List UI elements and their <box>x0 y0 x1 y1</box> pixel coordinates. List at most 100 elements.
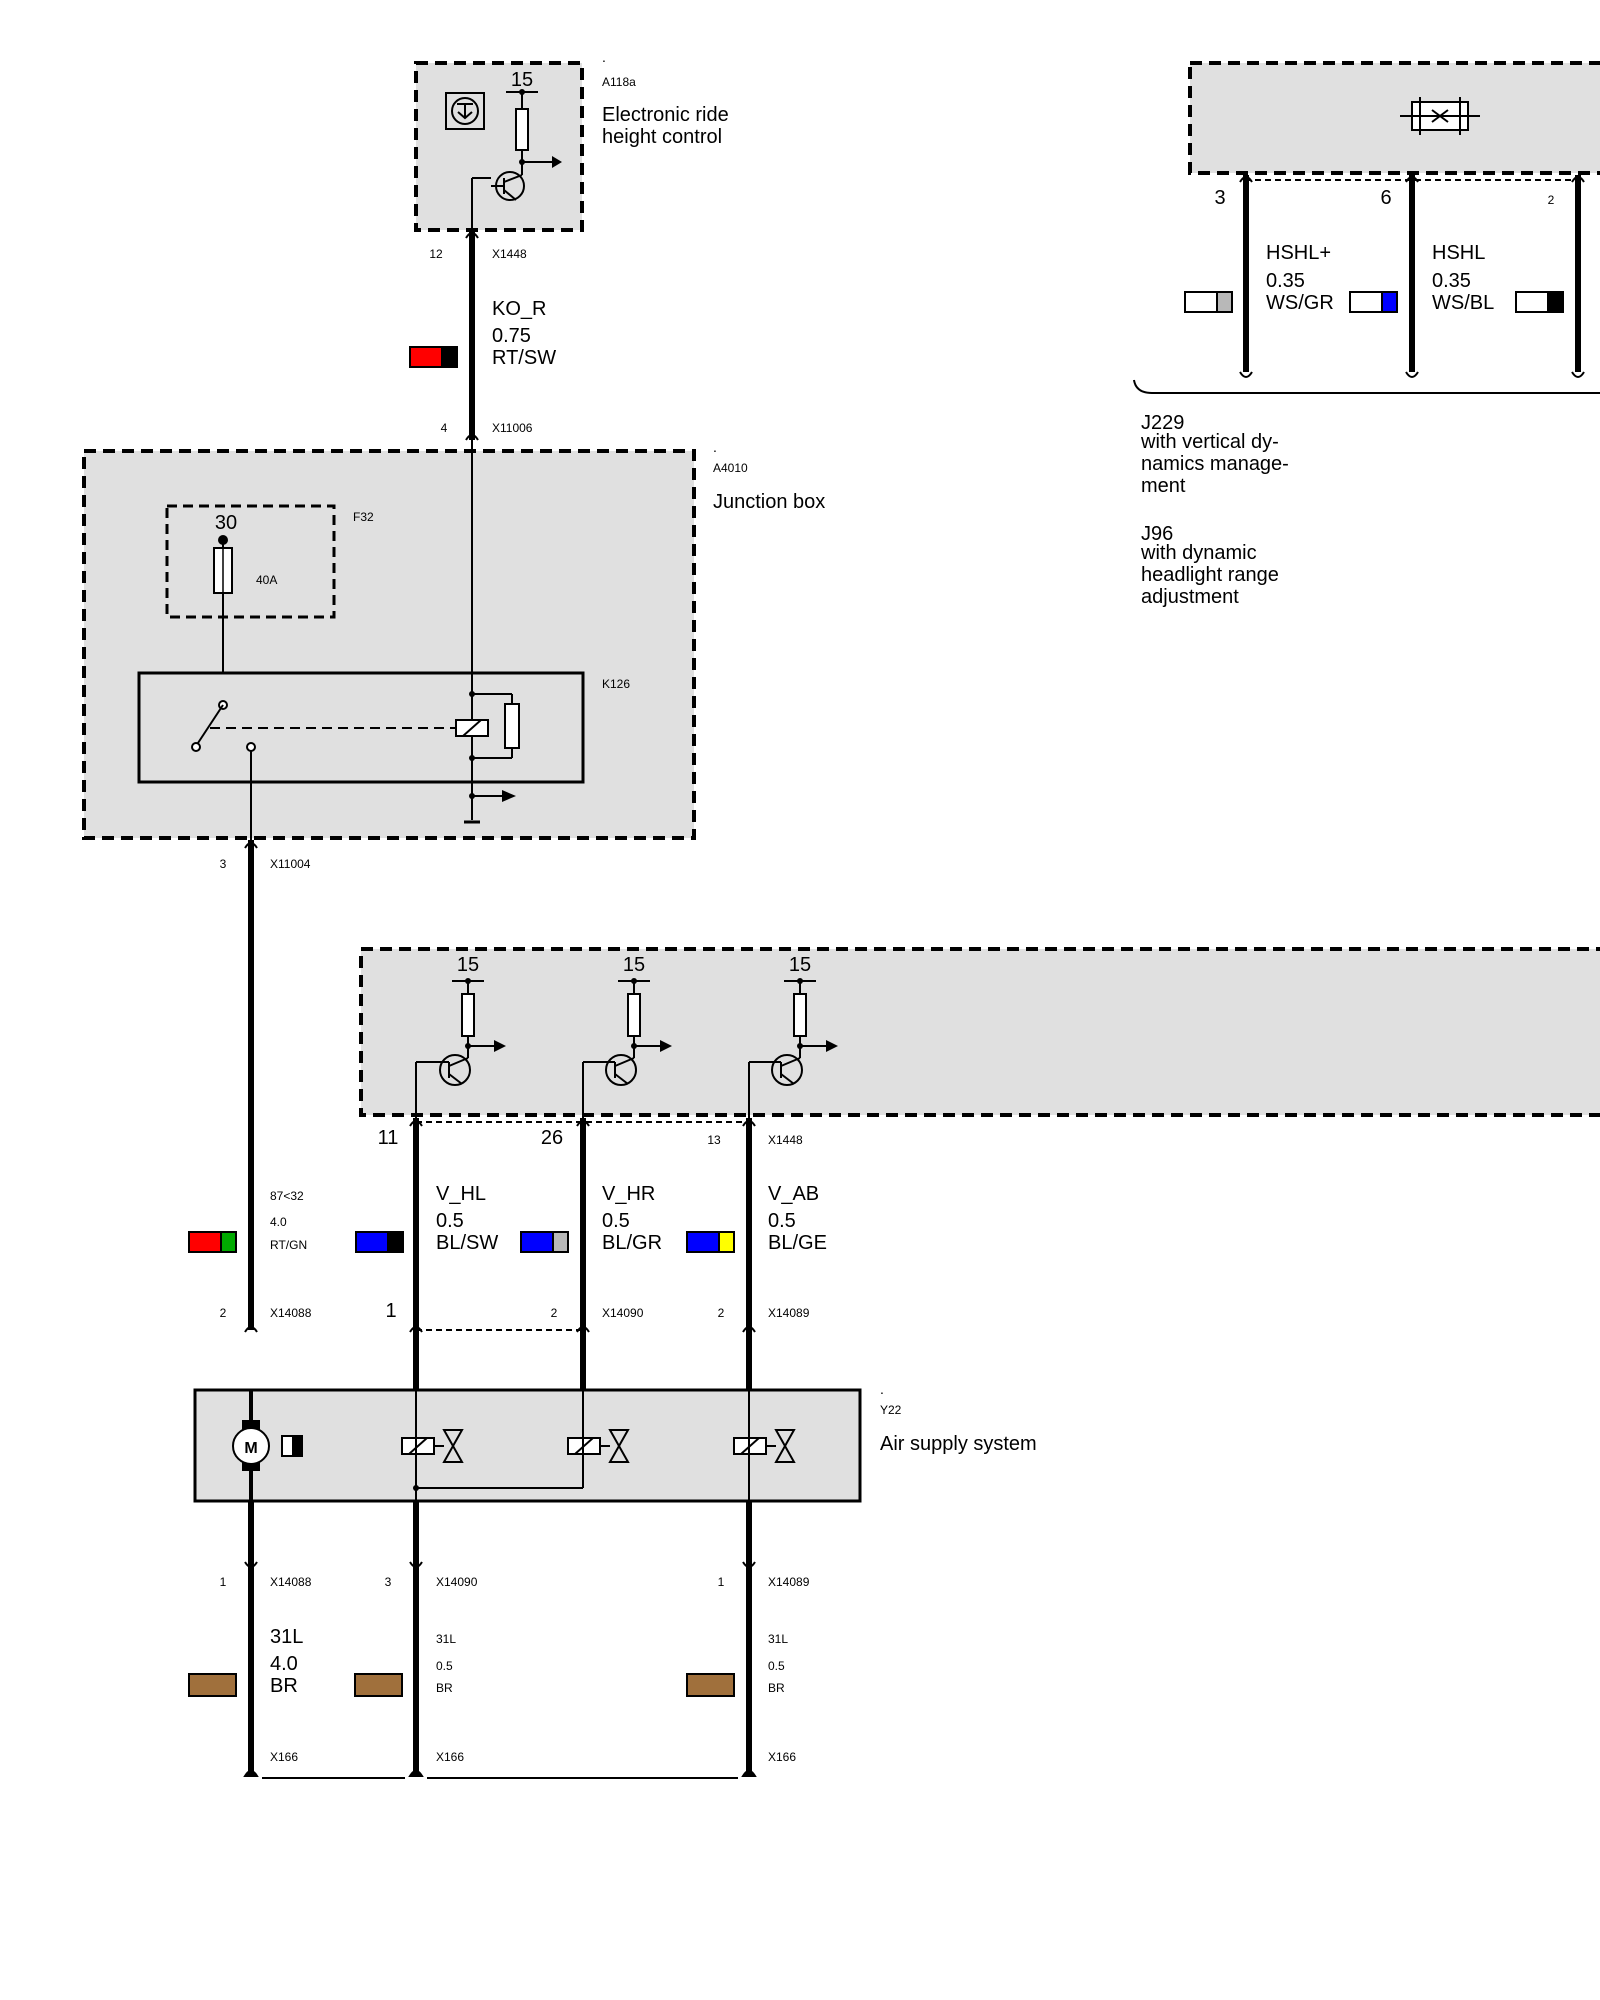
ko-r-gauge: 0.75 <box>492 325 531 347</box>
option-notes: J229 with vertical dy- namics manage- me… <box>1133 379 1600 608</box>
junction-box-id: A4010 <box>713 461 748 475</box>
wire-supply: 3 X11004 87<32 4.0 RT/GN 2 X14088 <box>188 840 312 1333</box>
supply-conn-top: X11004 <box>270 857 311 871</box>
vab-gauge: 0.5 <box>768 1210 796 1232</box>
ground-wire-2: 3 X14090 31L 0.5 BR X166 <box>354 1501 478 1777</box>
solenoid-valve-icon <box>401 1429 464 1463</box>
valve-conn: X1448 <box>768 1133 803 1147</box>
ground-terminal-icon <box>408 1770 424 1777</box>
wire-ko-r: 12 X1448 KO_R 0.75 RT/SW 4 X11006 <box>409 230 556 441</box>
hshl-plus-swatch-primary <box>1184 291 1218 313</box>
ride-height-name-1: Electronic ride <box>602 104 729 126</box>
driver-vhr: 15 <box>582 954 672 1118</box>
wire-hshl-plus: HSHL+ 0.35 WS/GR <box>1184 175 1334 378</box>
supply-pin-bottom: 2 <box>220 1306 227 1320</box>
valve-module-box <box>359 947 1600 1117</box>
note-j229-line3: ment <box>1141 475 1186 497</box>
control-unit-icon <box>1400 97 1480 135</box>
ground1-conn: X14088 <box>270 1575 312 1589</box>
ground3-color: BR <box>768 1681 785 1695</box>
hshl-color-swatch <box>1349 291 1398 313</box>
junction-box-name: Junction box <box>713 491 825 513</box>
valve-pin15-b: 15 <box>623 954 645 976</box>
valve-pin-vab: 13 <box>707 1133 721 1147</box>
ride-height-name-2: height control <box>602 126 722 148</box>
hshl-plus-gauge: 0.35 <box>1266 270 1305 292</box>
valve-pin15-c: 15 <box>789 954 811 976</box>
hshl-swatch-primary <box>1349 291 1383 313</box>
vab-swatch-secondary <box>718 1231 735 1253</box>
fuse-id: F32 <box>353 510 374 524</box>
fuse-terminal: 30 <box>215 512 237 534</box>
vab-color-swatch <box>686 1231 735 1253</box>
vab-signal: V_AB <box>768 1183 819 1205</box>
ground-wire-1: 1 X14088 31L 4.0 BR X166 <box>188 1501 312 1777</box>
transistor-icon <box>771 1054 803 1086</box>
note-j229-code: J229 <box>1141 412 1184 434</box>
hshl-plus-signal: HSHL+ <box>1266 242 1331 264</box>
ground1-swatch <box>188 1673 237 1697</box>
hshl-signal: HSHL <box>1432 242 1485 264</box>
headlight-pin-a: 3 <box>1214 187 1225 209</box>
vhr-color-swatch <box>520 1231 569 1253</box>
ground2-ground: X166 <box>436 1750 464 1764</box>
headlight-pin-c: 2 <box>1548 193 1555 207</box>
hshl-plus-color-swatch <box>1184 291 1233 313</box>
resistor-icon <box>461 993 475 1037</box>
third-swatch-secondary <box>1547 291 1564 313</box>
vhr-signal: V_HR <box>602 1183 655 1205</box>
vab-pin-bottom: 2 <box>718 1306 725 1320</box>
vab-conn-bottom: X14089 <box>768 1306 810 1320</box>
vhl-signal: V_HL <box>436 1183 486 1205</box>
ride-height-id: A118a <box>602 75 636 89</box>
ground-terminal-icon <box>243 1770 259 1777</box>
ground1-gauge: 4.0 <box>270 1653 298 1675</box>
ko-r-swatch-primary <box>409 346 443 368</box>
valve-control-module: 15 15 <box>359 947 1600 1149</box>
vhl-color-swatch <box>355 1231 404 1253</box>
ground3-ground: X166 <box>768 1750 796 1764</box>
vhr-swatch-primary <box>520 1231 554 1253</box>
air-supply-id: Y22 <box>880 1403 902 1417</box>
sensor-icon <box>445 92 485 130</box>
ground1-pin: 1 <box>220 1575 227 1589</box>
motor-icon: M <box>232 1420 303 1471</box>
valve-pin-vhl: 11 <box>378 1127 399 1149</box>
ko-r-signal: KO_R <box>492 298 546 320</box>
ground2-conn: X14090 <box>436 1575 478 1589</box>
relay-k126: K126 <box>137 440 630 824</box>
ko-r-color-swatch <box>409 346 458 368</box>
driver-vhl: 15 <box>415 954 506 1118</box>
ko-r-pin-top: 12 <box>429 247 443 261</box>
ko-r-swatch-secondary <box>441 346 458 368</box>
wire-vhl: V_HL 0.5 BL/SW 1 <box>355 1118 498 1390</box>
transistor-icon <box>491 171 525 201</box>
air-supply-name: Air supply system <box>880 1433 1037 1455</box>
ride-height-pin-15: 15 <box>511 69 533 91</box>
ground2-swatch <box>354 1673 403 1697</box>
ground2-gauge: 0.5 <box>436 1659 453 1673</box>
vhl-pin-bottom: 1 <box>385 1300 396 1322</box>
wire-vhr: V_HR 0.5 BL/GR 2 X14090 <box>520 1118 662 1390</box>
wire-hshl: HSHL 0.35 WS/BL <box>1349 175 1494 378</box>
vhr-swatch-secondary <box>552 1231 569 1253</box>
ground3-swatch <box>686 1673 735 1697</box>
ground2-pin: 3 <box>385 1575 392 1589</box>
output-arrow-icon <box>502 790 516 802</box>
option-bracket <box>1133 379 1600 394</box>
ko-r-color: RT/SW <box>492 347 556 369</box>
ground1-color: BR <box>270 1675 298 1697</box>
supply-swatch-secondary <box>220 1231 237 1253</box>
vhl-gauge: 0.5 <box>436 1210 464 1232</box>
note-j229-line2: namics manage- <box>1141 453 1289 475</box>
transistor-icon <box>605 1054 637 1086</box>
wire-third <box>1515 175 1585 378</box>
note-j229-line1: with vertical dy- <box>1140 431 1279 453</box>
ground2-signal: 31L <box>436 1632 456 1646</box>
ride-height-control-box <box>414 61 584 232</box>
note-j96-line1: with dynamic <box>1140 542 1257 564</box>
ground3-pin: 1 <box>718 1575 725 1589</box>
headlight-module-box <box>1188 61 1600 175</box>
supply-gauge: 4.0 <box>270 1215 287 1229</box>
